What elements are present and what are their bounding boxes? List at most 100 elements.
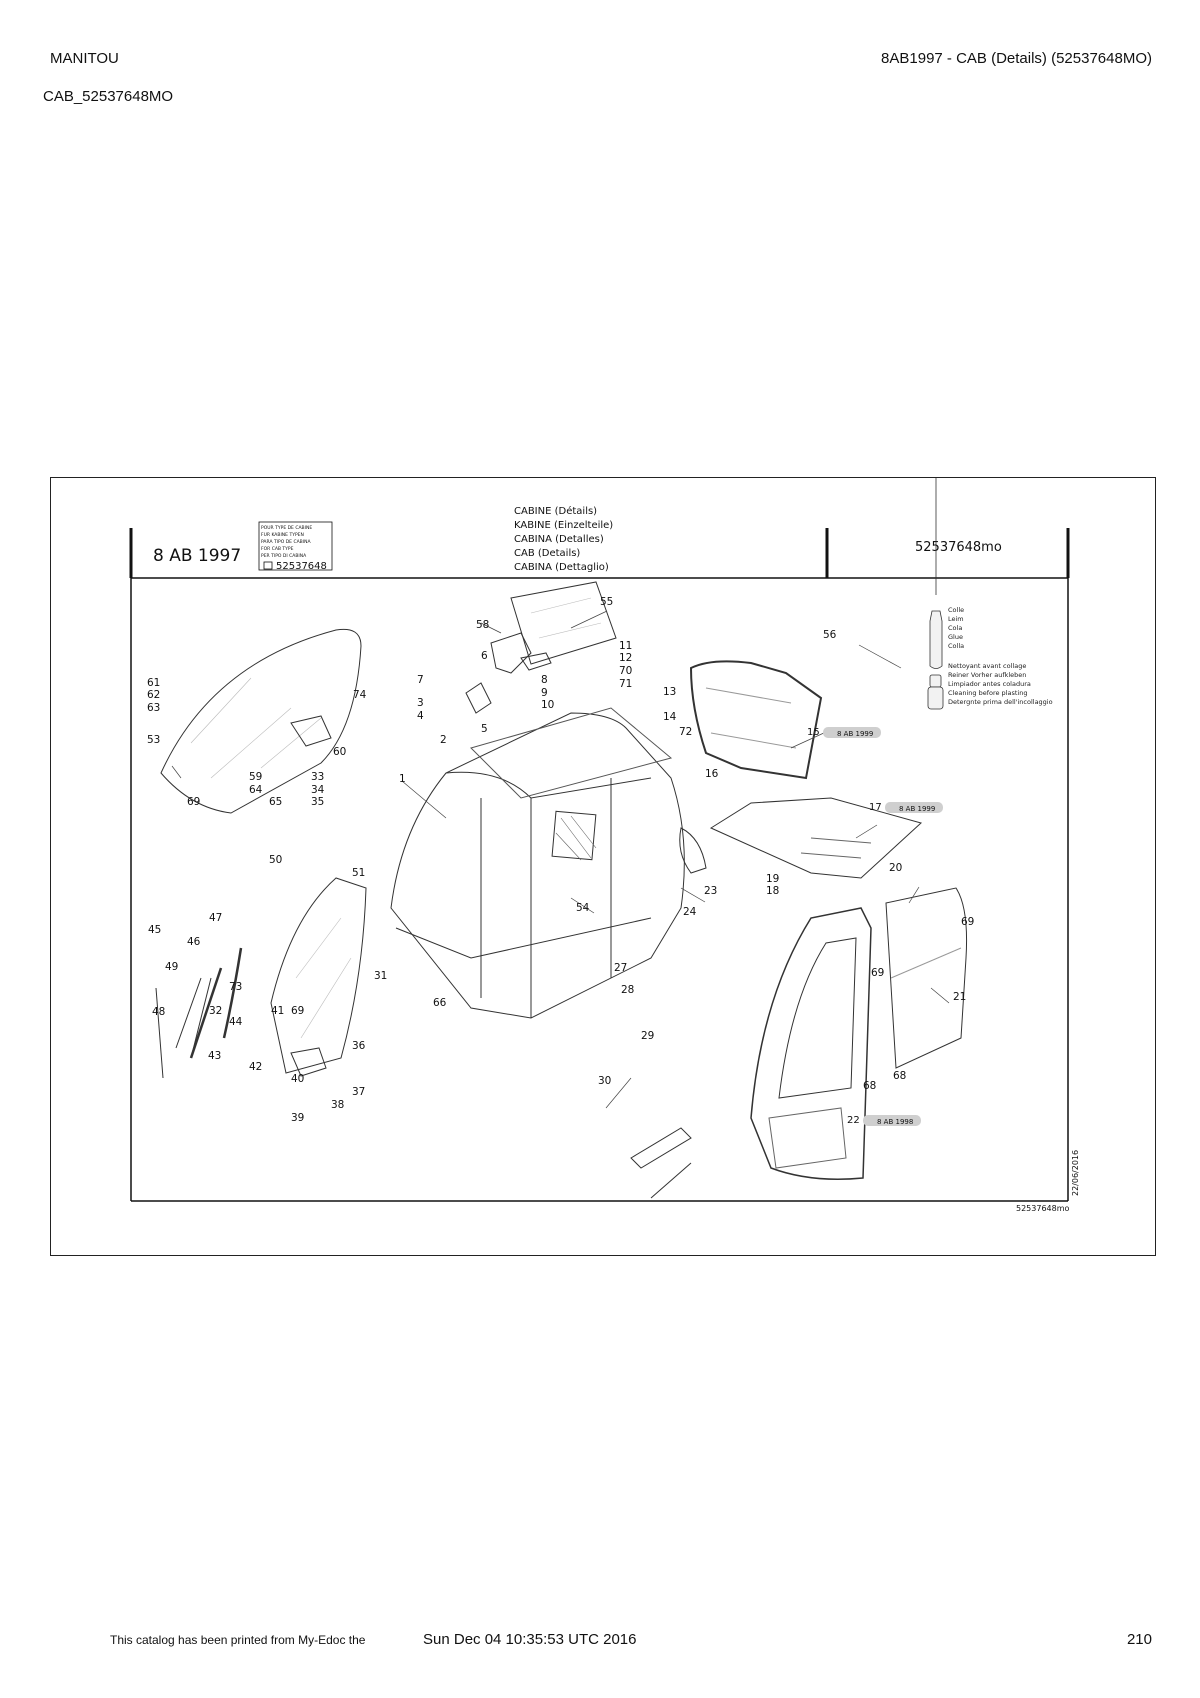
svg-text:Colle: Colle <box>948 606 964 614</box>
callout-61: 61 <box>147 677 160 689</box>
leader-lines <box>171 610 950 1109</box>
callout-69: 69 <box>187 796 200 808</box>
callout-38: 38 <box>331 1099 344 1111</box>
svg-text:Limpiador antes coladura: Limpiador antes coladura <box>948 680 1031 688</box>
svg-text:Detergnte prima dell'incollagg: Detergnte prima dell'incollaggio <box>948 698 1053 706</box>
footer-reference: 52537648mo <box>1016 1204 1070 1213</box>
callout-8: 8 <box>541 674 548 686</box>
callout-71: 71 <box>619 678 632 690</box>
cross-ref-15: 15 8 AB 1999 <box>807 727 881 738</box>
svg-text:Leim: Leim <box>948 615 964 623</box>
callout-19: 19 <box>766 873 779 885</box>
callout-43: 43 <box>208 1050 221 1062</box>
callout-60: 60 <box>333 746 346 758</box>
callout-12: 12 <box>619 652 632 664</box>
callout-16: 16 <box>705 768 719 780</box>
callout-29: 29 <box>641 1030 654 1042</box>
group-code: 8 AB 1997 <box>153 546 241 566</box>
callout-62: 62 <box>147 689 160 701</box>
callout-51: 51 <box>352 867 365 879</box>
callout-49: 49 <box>165 961 178 973</box>
svg-text:Nettoyant avant collage: Nettoyant avant collage <box>948 662 1026 670</box>
callout-27: 27 <box>614 962 627 974</box>
callout-7: 7 <box>417 674 424 686</box>
cross-ref-22: 22 8 AB 1998 <box>847 1115 921 1126</box>
callout-31: 31 <box>374 970 387 982</box>
sheet-titles: CABINE (Détails) KABINE (Einzelteile) CA… <box>514 505 613 573</box>
svg-text:17: 17 <box>869 802 882 813</box>
callout-72: 72 <box>679 726 692 738</box>
callout-70: 70 <box>619 665 632 677</box>
svg-text:15: 15 <box>807 727 820 738</box>
document-title: 8AB1997 - CAB (Details) (52537648MO) <box>881 50 1152 67</box>
callout-40: 40 <box>291 1073 304 1085</box>
callout-36: 36 <box>352 1040 366 1052</box>
callout-10: 10 <box>541 699 554 711</box>
callout-9: 9 <box>541 687 548 699</box>
callout-56: 56 <box>823 629 837 641</box>
drawing-border <box>130 578 1069 1202</box>
callout-35: 35 <box>311 796 324 808</box>
svg-text:8 AB 1999: 8 AB 1999 <box>837 730 873 738</box>
svg-text:CAB (Details): CAB (Details) <box>514 548 580 559</box>
svg-text:CABINA (Dettaglio): CABINA (Dettaglio) <box>514 562 609 573</box>
callout-1: 1 <box>399 773 406 785</box>
roof-glass-55 <box>510 581 617 665</box>
svg-text:CABINA (Detalles): CABINA (Detalles) <box>514 534 604 545</box>
callout-68: 68 <box>893 1070 906 1082</box>
document-code: CAB_52537648MO <box>43 88 174 105</box>
svg-text:Glue: Glue <box>948 633 963 641</box>
callout-18: 18 <box>766 885 779 897</box>
svg-text:Colla: Colla <box>948 642 964 650</box>
callout-11: 11 <box>619 640 632 652</box>
sheet-reference: 52537648mo <box>915 540 1002 555</box>
callout-74: 74 <box>353 689 367 701</box>
callout-33: 33 <box>311 771 324 783</box>
svg-text:FUR KABINE TYPEN: FUR KABINE TYPEN <box>261 532 304 538</box>
callout-20: 20 <box>889 862 902 874</box>
glue-labels: Colle Leim Cola Glue Colla <box>948 606 964 650</box>
cross-ref-17: 17 8 AB 1999 <box>869 802 943 813</box>
svg-text:KABINE (Einzelteile): KABINE (Einzelteile) <box>514 520 613 531</box>
svg-text:PER TIPO DI CABINA: PER TIPO DI CABINA <box>261 553 307 559</box>
callout-2: 2 <box>440 734 447 746</box>
callout-37: 37 <box>352 1086 365 1098</box>
svg-text:22: 22 <box>847 1115 860 1126</box>
callout-73: 73 <box>229 981 242 993</box>
callout-41: 41 <box>271 1005 284 1017</box>
callout-69: 69 <box>961 916 974 928</box>
callout-23: 23 <box>704 885 717 897</box>
callout-28: 28 <box>621 984 634 996</box>
rear-window-72 <box>689 660 823 780</box>
callout-50: 50 <box>269 854 282 866</box>
callout-4: 4 <box>417 710 424 722</box>
side-window-53 <box>160 628 362 814</box>
callout-55: 55 <box>600 596 613 608</box>
svg-text:PARA TIPO DE CABINA: PARA TIPO DE CABINA <box>261 539 311 545</box>
svg-text:CABINE (Détails): CABINE (Détails) <box>514 505 597 517</box>
drawing-date: 22/06/2016 <box>1071 1150 1080 1196</box>
callout-24: 24 <box>683 906 697 918</box>
rear-side-panel-21 <box>885 887 968 1069</box>
parts-line-art <box>155 581 968 1199</box>
svg-text:Cleaning before plasting: Cleaning before plasting <box>948 689 1027 697</box>
callout-54: 54 <box>576 902 590 914</box>
diagram-frame: 8 AB 1997 POUR TYPE DE CABINE FUR KABINE… <box>50 477 1156 1256</box>
callout-63: 63 <box>147 702 160 714</box>
print-date: Sun Dec 04 10:35:53 UTC 2016 <box>423 1631 637 1648</box>
callout-44: 44 <box>229 1016 243 1028</box>
callout-68: 68 <box>863 1080 876 1092</box>
callout-48: 48 <box>152 1006 165 1018</box>
callout-21: 21 <box>953 991 966 1003</box>
parcel-shelf-17 <box>709 797 923 879</box>
brand-name: MANITOU <box>50 50 119 67</box>
callout-45: 45 <box>148 924 161 936</box>
door-22 <box>750 907 872 1180</box>
callout-5: 5 <box>481 723 488 735</box>
title-block <box>129 521 1070 579</box>
svg-text:8 AB 1998: 8 AB 1998 <box>877 1118 913 1126</box>
callout-42: 42 <box>249 1061 262 1073</box>
callout-64: 64 <box>249 784 263 796</box>
callout-58: 58 <box>476 619 489 631</box>
